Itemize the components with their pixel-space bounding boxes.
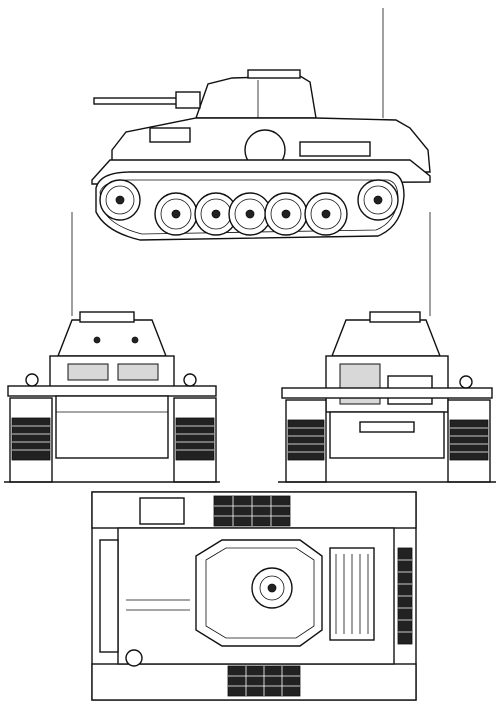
front-headlight-right (183, 373, 197, 387)
front-visor-right (117, 363, 159, 381)
side-turret (195, 75, 317, 119)
rear-lower-hull (329, 411, 445, 459)
front-track-left (9, 397, 53, 483)
rear-track-right (447, 399, 491, 483)
side-cupola (247, 69, 301, 79)
top-stowage-box (139, 497, 185, 525)
front-lower-hull (55, 395, 169, 459)
rear-cupola (369, 311, 421, 323)
top-view (91, 491, 417, 701)
top-headlight (125, 649, 143, 667)
top-front-plate (99, 539, 119, 653)
side-road-wheels (154, 192, 348, 236)
rear-tow-bar (359, 421, 415, 433)
front-track-right (173, 397, 217, 483)
top-grille-lower (227, 665, 301, 697)
top-grille-upper (213, 495, 291, 527)
front-cupola (79, 311, 135, 323)
side-box-front (149, 127, 191, 143)
rear-light (459, 375, 473, 389)
side-drive-sprocket (99, 179, 141, 221)
front-visor-left (67, 363, 109, 381)
top-exhaust (397, 547, 413, 645)
front-fender (7, 385, 217, 397)
rear-track-left (285, 399, 327, 483)
rear-turret (330, 319, 442, 357)
rear-view (278, 212, 496, 483)
top-cupola (251, 567, 293, 609)
front-headlight-left (25, 373, 39, 387)
side-box-rear (299, 141, 371, 157)
side-idler-wheel (357, 179, 399, 221)
side-view (91, 8, 431, 241)
front-turret (56, 319, 168, 357)
rear-fender (281, 387, 493, 399)
side-gun-mantlet (175, 91, 201, 109)
top-engine-deck (329, 547, 375, 641)
front-view (4, 212, 220, 483)
